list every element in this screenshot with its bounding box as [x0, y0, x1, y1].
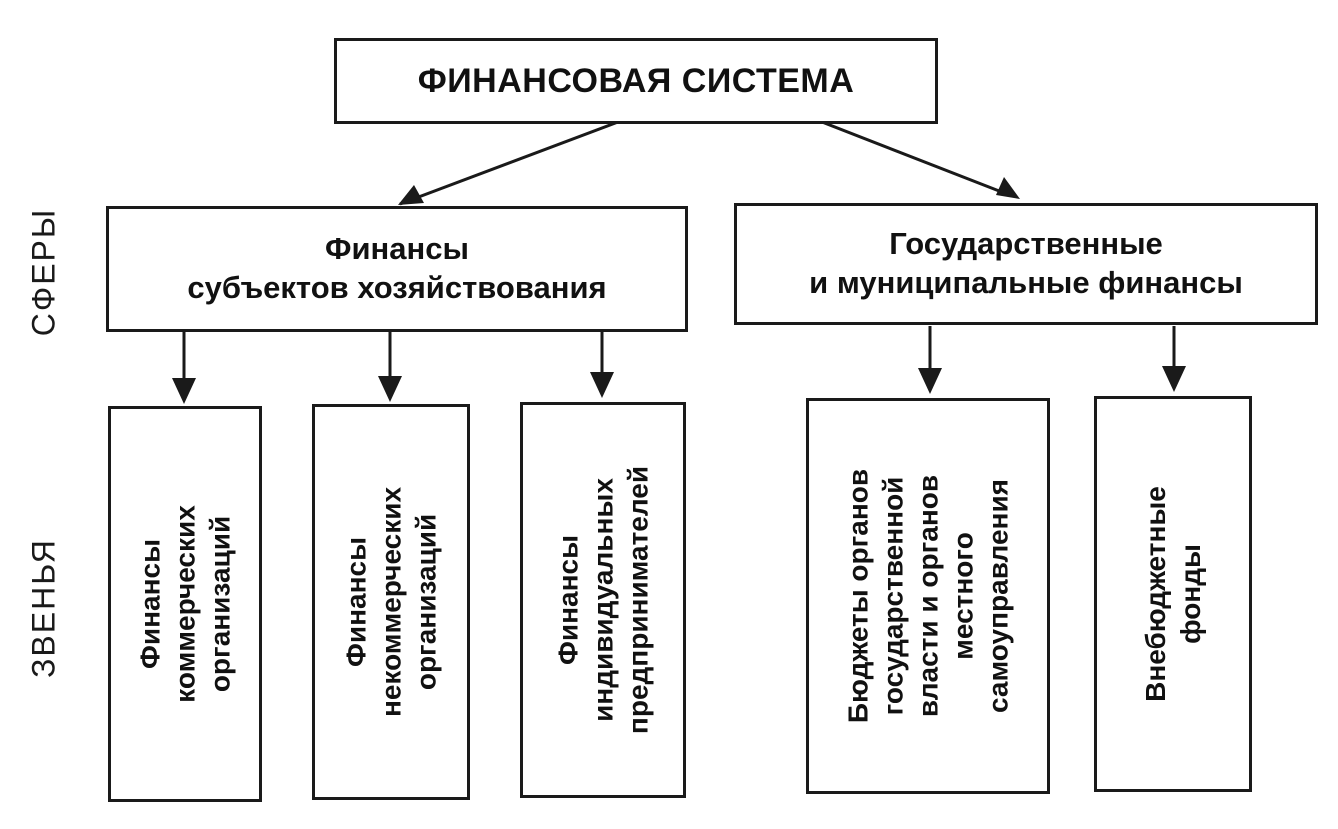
sphere-state-finance-label: Государственные и муниципальные финансы — [809, 226, 1243, 300]
arrow-head — [918, 368, 942, 394]
sphere-state-finance-box: Государственные и муниципальные финансы — [734, 203, 1318, 325]
link-noncommercial-box: Финансы некоммерческих организаций — [312, 404, 470, 800]
link-entrepreneurs-label: Финансы индивидуальных предпринимателей — [552, 465, 654, 735]
link-extrabudgetary-label: Внебюджетные фонды — [1140, 486, 1206, 702]
arrow-head — [172, 378, 196, 404]
link-budgets-box: Бюджеты органов государственной власти и… — [806, 398, 1050, 794]
arrow-head — [378, 376, 402, 402]
arrow-head — [996, 177, 1020, 199]
arrow-top-to-state-finance — [821, 120, 1013, 198]
arrow-head — [398, 185, 424, 205]
link-commercial-box: Финансы коммерческих организаций — [108, 406, 262, 802]
financial-system-title: ФИНАНСОВАЯ СИСТЕМА — [417, 61, 855, 100]
arrow-head — [590, 372, 614, 398]
sphere-business-finance-box: Финансы субъектов хозяйствования — [106, 206, 688, 332]
financial-system-box: ФИНАНСОВАЯ СИСТЕМА — [334, 38, 938, 124]
link-extrabudgetary-box: Внебюджетные фонды — [1094, 396, 1252, 792]
link-budgets-label: Бюджеты органов государственной власти и… — [842, 468, 1014, 724]
link-noncommercial-label: Финансы некоммерческих организаций — [340, 486, 442, 718]
arrow-top-to-business-finance — [399, 120, 619, 206]
link-entrepreneurs-box: Финансы индивидуальных предпринимателей — [520, 402, 686, 798]
link-commercial-label: Финансы коммерческих организаций — [134, 505, 236, 703]
sphere-business-finance-label: Финансы субъектов хозяйствования — [187, 231, 607, 305]
arrow-head — [1162, 366, 1186, 392]
